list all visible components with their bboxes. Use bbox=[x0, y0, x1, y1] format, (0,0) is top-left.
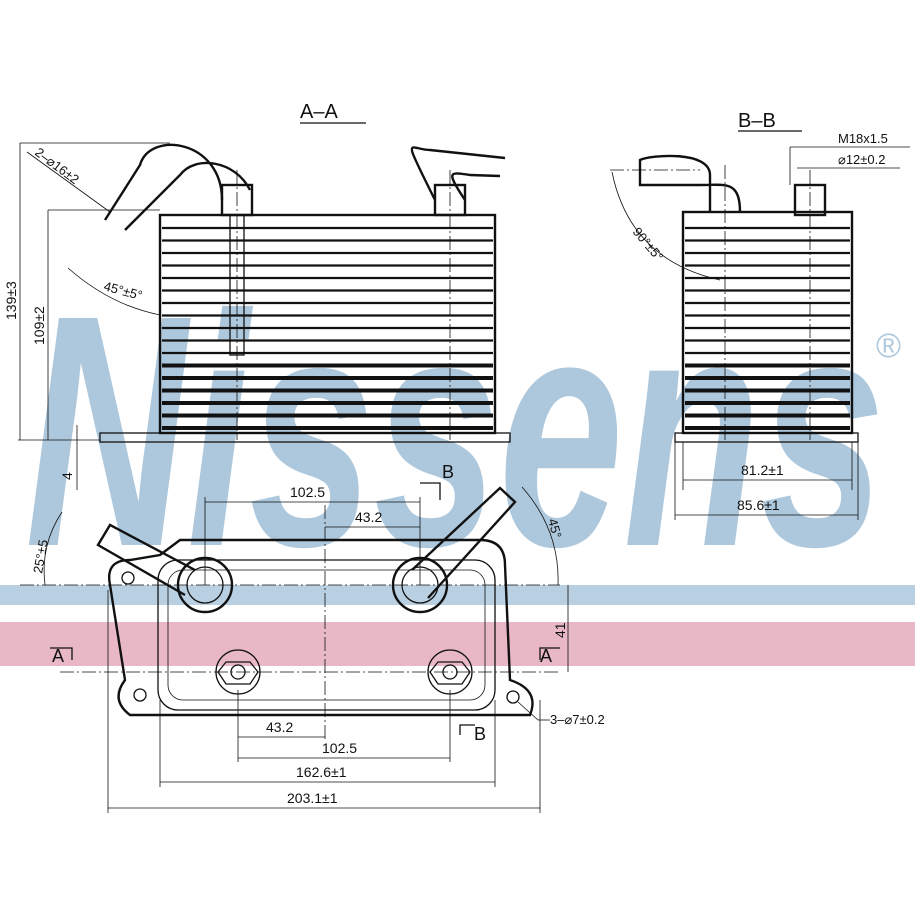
section-aa-view: A–A 139±3 109±2 4 2–⌀16±2 45°±5° bbox=[3, 101, 511, 490]
dim-angle-45-plan: 45° bbox=[545, 517, 565, 540]
section-b-marker-bottom: B bbox=[474, 724, 486, 744]
dim-pipe-diameter: 2–⌀16±2 bbox=[32, 144, 82, 187]
dim-109: 109±2 bbox=[31, 306, 47, 345]
watermark-text: Nissens bbox=[25, 246, 885, 615]
dim-thread: M18x1.5 bbox=[838, 131, 888, 146]
dim-top-102-5: 102.5 bbox=[290, 484, 325, 500]
dim-top-43-2: 43.2 bbox=[355, 509, 382, 525]
section-a-marker-left: A bbox=[52, 646, 64, 666]
dim-bottom-102-5: 102.5 bbox=[322, 740, 357, 756]
plan-view: 102.5 43.2 43.2 102.5 162.6±1 203.1±1 41… bbox=[20, 462, 605, 813]
dim-41: 41 bbox=[552, 622, 568, 638]
section-b-marker-top: B bbox=[442, 462, 454, 482]
dim-4: 4 bbox=[59, 472, 75, 480]
dim-holes: 3–⌀7±0.2 bbox=[550, 712, 605, 727]
dim-139: 139±3 bbox=[3, 281, 19, 320]
dim-81-2: 81.2±1 bbox=[741, 462, 784, 478]
dim-angle-25: 25°±5 bbox=[30, 538, 51, 574]
section-bb-title: B–B bbox=[738, 110, 776, 132]
dim-bore: ⌀12±0.2 bbox=[838, 152, 886, 167]
dim-162-6: 162.6±1 bbox=[296, 764, 347, 780]
pink-band bbox=[0, 622, 915, 666]
section-a-marker-right: A bbox=[540, 646, 552, 666]
dim-bottom-43-2: 43.2 bbox=[266, 719, 293, 735]
dim-85-6: 85.6±1 bbox=[737, 497, 780, 513]
nissens-watermark: Nissens ® bbox=[25, 246, 901, 615]
dim-203-1: 203.1±1 bbox=[287, 790, 338, 806]
section-aa-title: A–A bbox=[300, 101, 338, 123]
registered-mark: ® bbox=[876, 327, 901, 365]
